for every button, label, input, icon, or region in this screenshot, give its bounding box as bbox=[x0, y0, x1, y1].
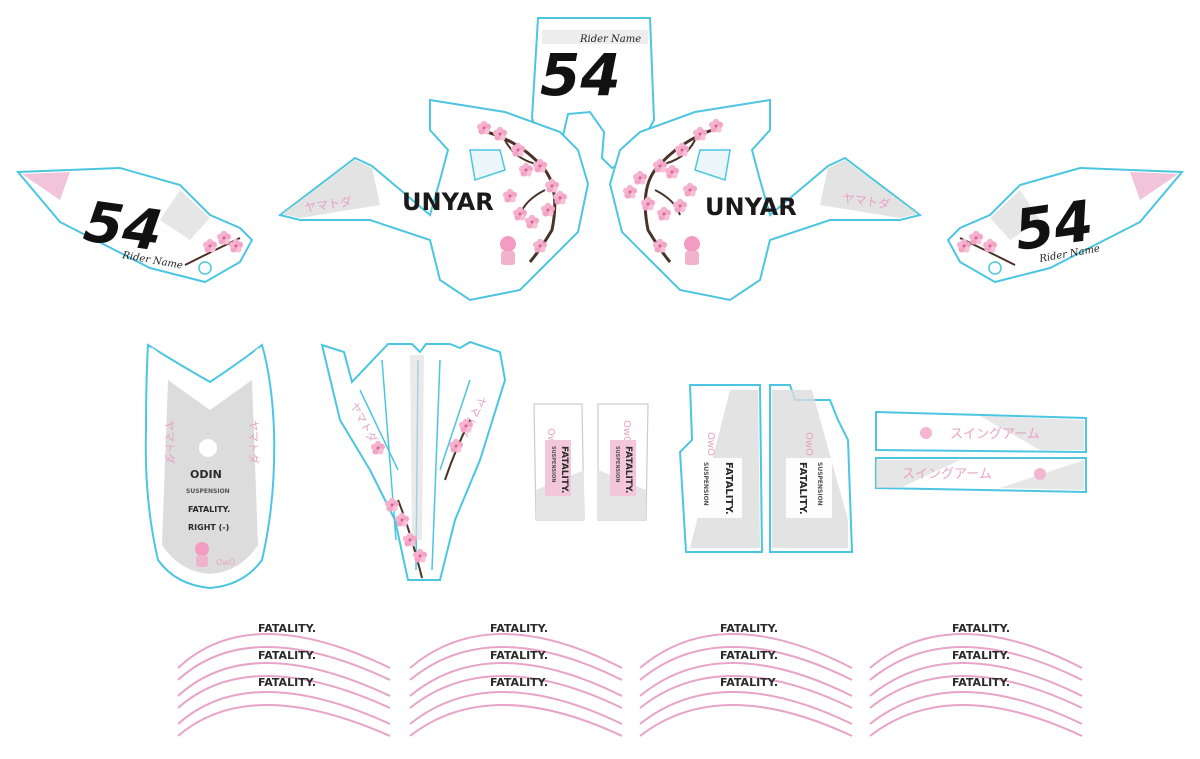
frame-guards: OwO FATALITY. SUSPENSION OwO FATALITY. S… bbox=[678, 384, 854, 553]
fork-guard-left-sponsor: SUSPENSION bbox=[550, 446, 556, 482]
left-panel-number: 54 bbox=[80, 189, 166, 264]
rear-fender-branch bbox=[371, 418, 473, 579]
rim-3-brand-b: FATALITY. bbox=[720, 649, 778, 662]
rim-4-brand-c: FATALITY. bbox=[952, 676, 1010, 689]
left-shroud: UNYAR ヤマトダ bbox=[277, 98, 590, 302]
rim-sticker-set-2: FATALITY. FATALITY. FATALITY. bbox=[409, 622, 623, 737]
fork-guards: OwO FATALITY. SUSPENSION OwO FATALITY. S… bbox=[533, 403, 649, 521]
left-panel-branch bbox=[184, 230, 243, 266]
rim-1-brand-c: FATALITY. bbox=[258, 676, 316, 689]
fork-guard-left-brand: FATALITY. bbox=[559, 446, 569, 493]
left-shroud-jp-text: ヤマトダ bbox=[303, 193, 353, 215]
rear-fender: ヤマトダ ヤマトダ bbox=[320, 340, 507, 581]
fork-guard-right-sponsor: SUSPENSION bbox=[614, 446, 620, 482]
front-fender-sponsor-3: FATALITY. bbox=[188, 505, 230, 514]
right-shroud-branch bbox=[623, 118, 723, 263]
front-fender-flower-icon bbox=[199, 439, 217, 457]
right-panel-number: 54 bbox=[1011, 189, 1097, 264]
rim-sticker-set-3: FATALITY. FATALITY. FATALITY. bbox=[639, 622, 853, 737]
fork-guard-left: OwO FATALITY. SUSPENSION bbox=[533, 403, 585, 521]
fork-guard-right-owo: OwO bbox=[621, 420, 632, 444]
front-fender-sponsor-1: ODIN bbox=[190, 468, 222, 481]
left-shroud-branch bbox=[477, 120, 567, 263]
frame-guard-left-brand: FATALITY. bbox=[723, 462, 734, 515]
rim-4-brand-a: FATALITY. bbox=[952, 622, 1010, 635]
left-shroud-mascot-icon bbox=[500, 236, 516, 265]
rim-2-brand-b: FATALITY. bbox=[490, 649, 548, 662]
fork-guard-right-brand: FATALITY. bbox=[623, 446, 633, 493]
rim-sticker-set-4: FATALITY. FATALITY. FATALITY. bbox=[869, 622, 1083, 737]
frame-guard-left: OwO FATALITY. SUSPENSION bbox=[678, 384, 764, 553]
front-fender: ヤマトダ ヤマトダ ODIN SUSPENSION FATALITY. RIGH… bbox=[144, 343, 276, 590]
rim-2-brand-c: FATALITY. bbox=[490, 676, 548, 689]
swingarm-top-flower-icon bbox=[920, 427, 932, 439]
front-fender-sponsor-4: RIGHT (-) bbox=[188, 523, 229, 532]
right-shroud: UNYAR ヤマトダ bbox=[608, 98, 923, 302]
right-shroud-jp-text: ヤマトダ bbox=[842, 190, 892, 212]
frame-guard-right-brand: FATALITY. bbox=[797, 462, 808, 515]
front-fender-jp-left: ヤマトダ bbox=[163, 420, 177, 464]
right-shroud-mascot-icon bbox=[684, 236, 700, 265]
swingarm-top: スイングアーム bbox=[875, 410, 1087, 454]
right-shroud-brand: UNYAR bbox=[705, 193, 797, 221]
left-shroud-brand: UNYAR bbox=[402, 188, 494, 216]
swingarm-bottom-text: スイングアーム bbox=[902, 467, 992, 482]
rim-3-brand-c: FATALITY. bbox=[720, 676, 778, 689]
swingarm-bottom: スイングアーム bbox=[875, 457, 1087, 494]
rim-2-brand-a: FATALITY. bbox=[490, 622, 548, 635]
rim-3-brand-a: FATALITY. bbox=[720, 622, 778, 635]
frame-guard-left-sponsor: SUSPENSION bbox=[702, 462, 709, 506]
front-fender-owo: OwO bbox=[216, 558, 235, 567]
right-side-panel: 54 Rider Name bbox=[946, 166, 1185, 284]
rim-sticker-set-1: FATALITY. FATALITY. FATALITY. bbox=[177, 622, 391, 737]
rim-1-brand-a: FATALITY. bbox=[258, 622, 316, 635]
left-side-panel: 54 Rider Name bbox=[15, 166, 254, 284]
right-panel-branch bbox=[957, 230, 1016, 266]
swingarm-bottom-flower-icon bbox=[1034, 468, 1046, 480]
right-panel-bolt-icon bbox=[988, 261, 1002, 275]
frame-guard-right-owo: OwO bbox=[803, 432, 814, 456]
front-fender-jp-right: ヤマトダ bbox=[247, 420, 261, 464]
swingarm-decals: スイングアーム スイングアーム bbox=[875, 410, 1087, 494]
frame-guard-right-sponsor: SUSPENSION bbox=[816, 462, 823, 506]
left-panel-bolt-icon bbox=[198, 261, 212, 275]
plate-rider-name: Rider Name bbox=[579, 34, 641, 45]
fork-guard-right: OwO FATALITY. SUSPENSION bbox=[597, 403, 649, 521]
frame-guard-left-owo: OwO bbox=[705, 432, 716, 456]
rim-1-brand-b: FATALITY. bbox=[258, 649, 316, 662]
rim-4-brand-b: FATALITY. bbox=[952, 649, 1010, 662]
frame-guard-right: OwO FATALITY. SUSPENSION bbox=[769, 384, 854, 553]
front-fender-mascot-icon bbox=[195, 542, 209, 567]
swingarm-top-text: スイングアーム bbox=[950, 427, 1040, 442]
plate-number: 54 bbox=[540, 41, 621, 109]
front-number-plate: Rider Name 54 bbox=[530, 17, 656, 170]
front-fender-sponsor-2: SUSPENSION bbox=[186, 488, 230, 495]
